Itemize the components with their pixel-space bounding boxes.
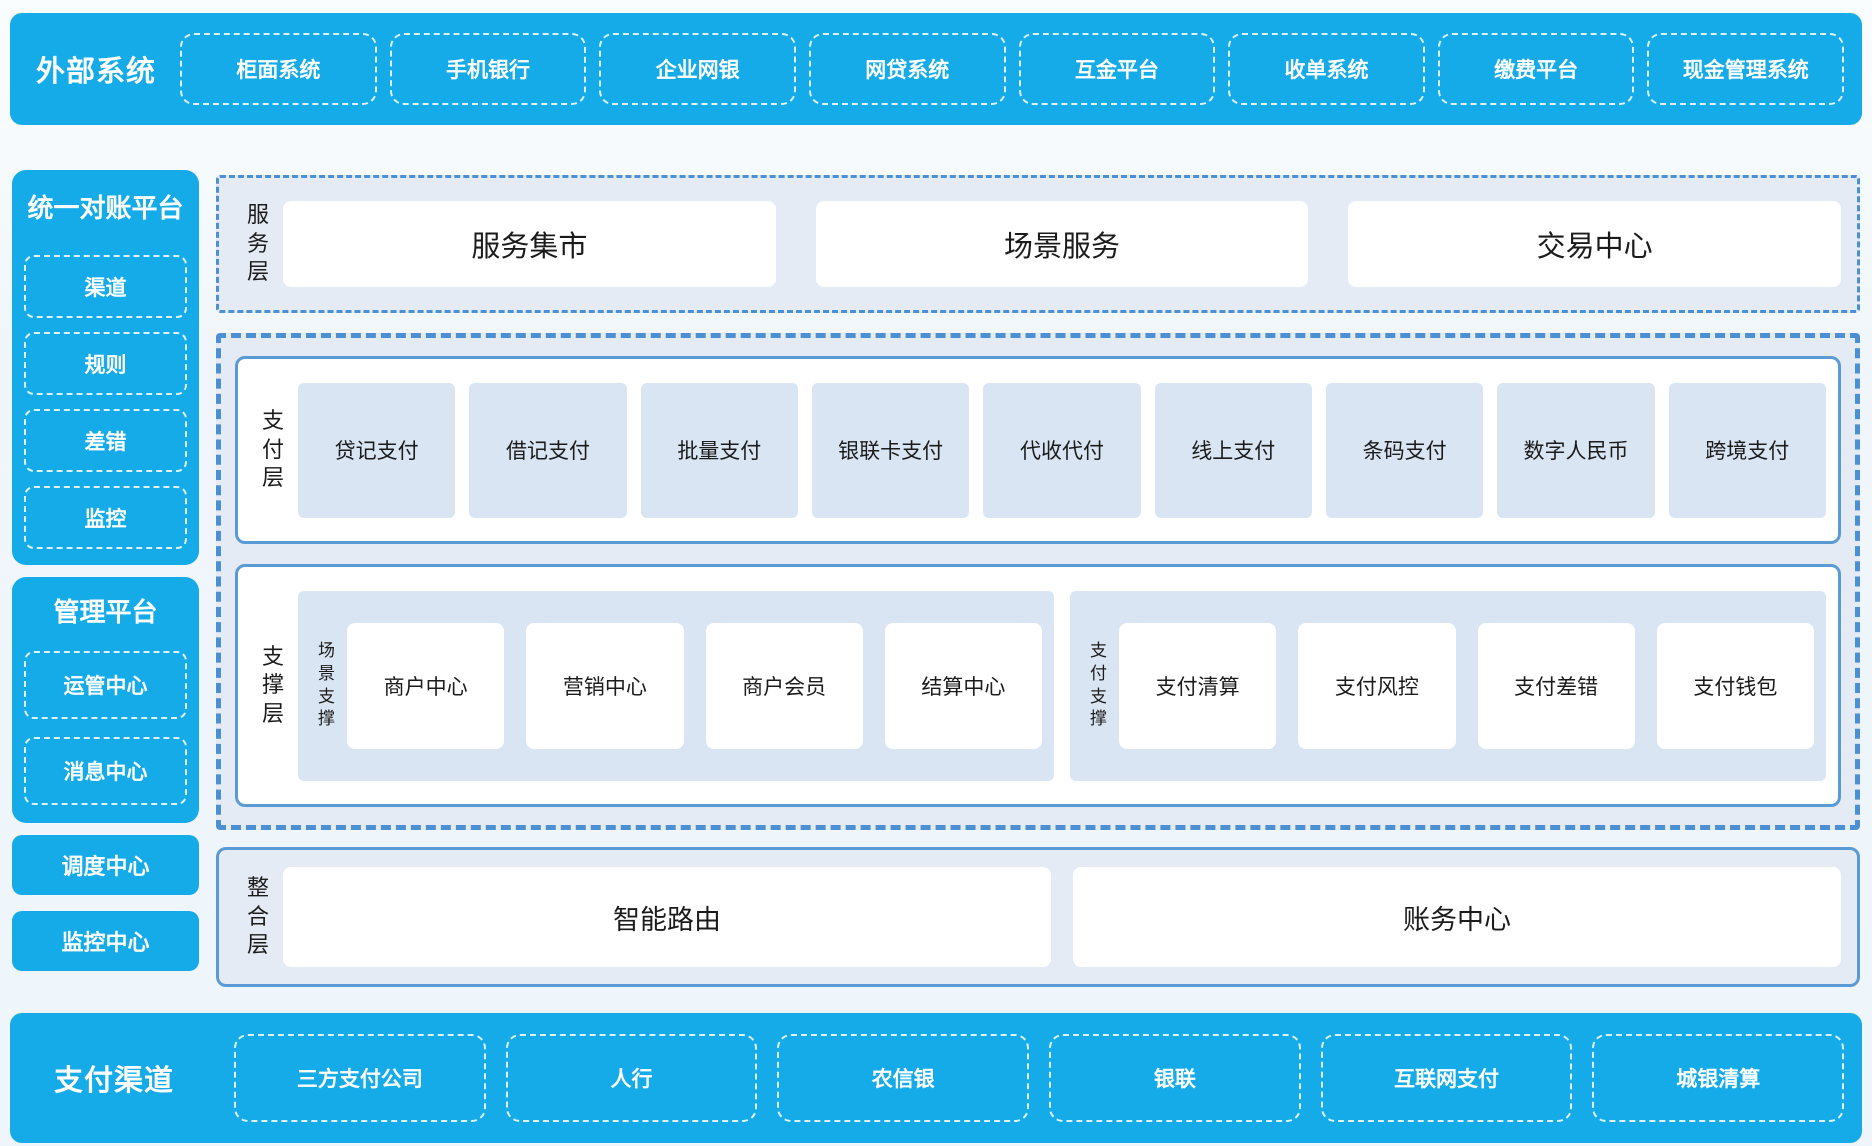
service-box: 场景服务 xyxy=(815,201,1309,287)
external-system-box: 现金管理系统 xyxy=(1647,33,1845,105)
external-system-box: 互金平台 xyxy=(1018,33,1216,105)
service-layer-label: 服务层 xyxy=(247,202,270,285)
scene-support-items: 商户中心 营销中心 商户会员 结算中心 xyxy=(347,622,1042,749)
external-system-box: 柜面系统 xyxy=(180,33,377,105)
management-platform-title: 管理平台 xyxy=(53,597,158,627)
integration-box: 账务中心 xyxy=(1073,867,1841,967)
scene-support-label: 场景支撑 xyxy=(318,640,335,729)
payment-channel-box: 人行 xyxy=(505,1034,758,1122)
service-box: 交易中心 xyxy=(1348,201,1842,287)
reconciliation-item: 渠道 xyxy=(24,255,187,318)
external-system-box: 网贷系统 xyxy=(808,33,1006,105)
support-layer-label: 支撑层 xyxy=(262,643,285,726)
payment-box: 条码支付 xyxy=(1325,382,1484,518)
service-layer: 服务层 服务集市 场景服务 交易中心 xyxy=(216,175,1860,313)
payment-box: 数字人民币 xyxy=(1497,382,1655,518)
service-box: 服务集市 xyxy=(283,201,776,287)
reconciliation-item: 规则 xyxy=(24,332,187,395)
reconciliation-platform-block: 统一对账平台 渠道 规则 差错 监控 xyxy=(12,170,199,565)
payment-box: 线上支付 xyxy=(1154,382,1312,518)
payment-support-box: 支付钱包 xyxy=(1656,622,1814,749)
service-layer-items: 服务集市 场景服务 交易中心 xyxy=(283,201,1842,287)
payment-box: 代收代付 xyxy=(983,382,1141,518)
payment-box: 贷记支付 xyxy=(298,382,456,518)
payment-support-box: 支付清算 xyxy=(1119,622,1277,749)
payment-layer-label: 支付层 xyxy=(262,408,285,491)
payment-channel-box: 城银清算 xyxy=(1592,1034,1845,1122)
payment-layer: 支付层 贷记支付 借记支付 批量支付 银联卡支付 代收代付 线上支付 条码支付 … xyxy=(235,356,1841,544)
scene-support-box: 商户会员 xyxy=(705,622,863,749)
external-systems-bar: 外部系统 柜面系统 手机银行 企业网银 网贷系统 互金平台 收单系统 缴费平台 … xyxy=(10,13,1862,125)
scene-support-box: 结算中心 xyxy=(884,622,1042,749)
sidebar: 统一对账平台 渠道 规则 差错 监控 管理平台 运管中心 消息中心 调度中心 监… xyxy=(12,170,199,987)
payment-support-container: 支付层 贷记支付 借记支付 批量支付 银联卡支付 代收代付 线上支付 条码支付 … xyxy=(216,333,1860,830)
dispatch-center-block: 调度中心 xyxy=(12,835,199,895)
payment-channels-label: 支付渠道 xyxy=(54,1065,175,1097)
payment-channel-box: 互联网支付 xyxy=(1320,1034,1573,1122)
external-system-box: 企业网银 xyxy=(599,33,796,105)
external-systems-items: 柜面系统 手机银行 企业网银 网贷系统 互金平台 收单系统 缴费平台 现金管理系… xyxy=(180,33,1845,105)
scene-support-box: 营销中心 xyxy=(526,622,684,749)
payment-channels-bar: 支付渠道 三方支付公司 人行 农信银 银联 互联网支付 城银清算 xyxy=(10,1013,1862,1143)
payment-box: 借记支付 xyxy=(469,382,627,518)
management-item: 消息中心 xyxy=(24,737,187,805)
external-system-box: 收单系统 xyxy=(1228,33,1425,105)
support-layer-groups: 场景支撑 商户中心 营销中心 商户会员 结算中心 支付支撑 支付清算 支付风控 xyxy=(298,590,1826,781)
payment-box: 跨境支付 xyxy=(1668,382,1826,518)
payment-layer-items: 贷记支付 借记支付 批量支付 银联卡支付 代收代付 线上支付 条码支付 数字人民… xyxy=(298,382,1826,518)
payment-channel-box: 三方支付公司 xyxy=(234,1034,486,1122)
external-system-box: 缴费平台 xyxy=(1437,33,1635,105)
middle-region: 统一对账平台 渠道 规则 差错 监控 管理平台 运管中心 消息中心 调度中心 监… xyxy=(12,170,1860,987)
architecture-main: 服务层 服务集市 场景服务 交易中心 支付层 贷记支付 借记支付 批量支付 银联… xyxy=(216,170,1860,987)
monitor-center-block: 监控中心 xyxy=(12,911,199,971)
support-layer: 支撑层 场景支撑 商户中心 营销中心 商户会员 结算中心 支付支撑 xyxy=(235,564,1841,807)
scene-support-group: 场景支撑 商户中心 营销中心 商户会员 结算中心 xyxy=(298,590,1054,781)
external-systems-label: 外部系统 xyxy=(36,56,157,88)
payment-channel-box: 银联 xyxy=(1049,1034,1301,1122)
payment-channel-box: 农信银 xyxy=(777,1034,1030,1122)
payment-support-box: 支付差错 xyxy=(1477,622,1635,749)
external-system-box: 手机银行 xyxy=(389,33,587,105)
payment-support-group: 支付支撑 支付清算 支付风控 支付差错 支付钱包 xyxy=(1070,590,1826,781)
payment-box: 批量支付 xyxy=(640,382,798,518)
payment-support-items: 支付清算 支付风控 支付差错 支付钱包 xyxy=(1119,622,1814,749)
reconciliation-item: 监控 xyxy=(24,486,187,549)
payment-box: 银联卡支付 xyxy=(811,382,970,518)
management-platform-block: 管理平台 运管中心 消息中心 xyxy=(12,577,199,823)
integration-layer-label: 整合层 xyxy=(247,875,270,958)
integration-layer-items: 智能路由 账务中心 xyxy=(283,867,1841,967)
payment-support-label: 支付支撑 xyxy=(1090,640,1107,729)
scene-support-box: 商户中心 xyxy=(347,622,505,749)
integration-layer: 整合层 智能路由 账务中心 xyxy=(216,847,1860,987)
integration-box: 智能路由 xyxy=(283,867,1051,967)
payment-channels-items: 三方支付公司 人行 农信银 银联 互联网支付 城银清算 xyxy=(234,1034,1845,1122)
reconciliation-platform-title: 统一对账平台 xyxy=(27,193,184,223)
reconciliation-item: 差错 xyxy=(24,409,187,472)
payment-support-box: 支付风控 xyxy=(1298,622,1456,749)
management-item: 运管中心 xyxy=(24,651,187,719)
